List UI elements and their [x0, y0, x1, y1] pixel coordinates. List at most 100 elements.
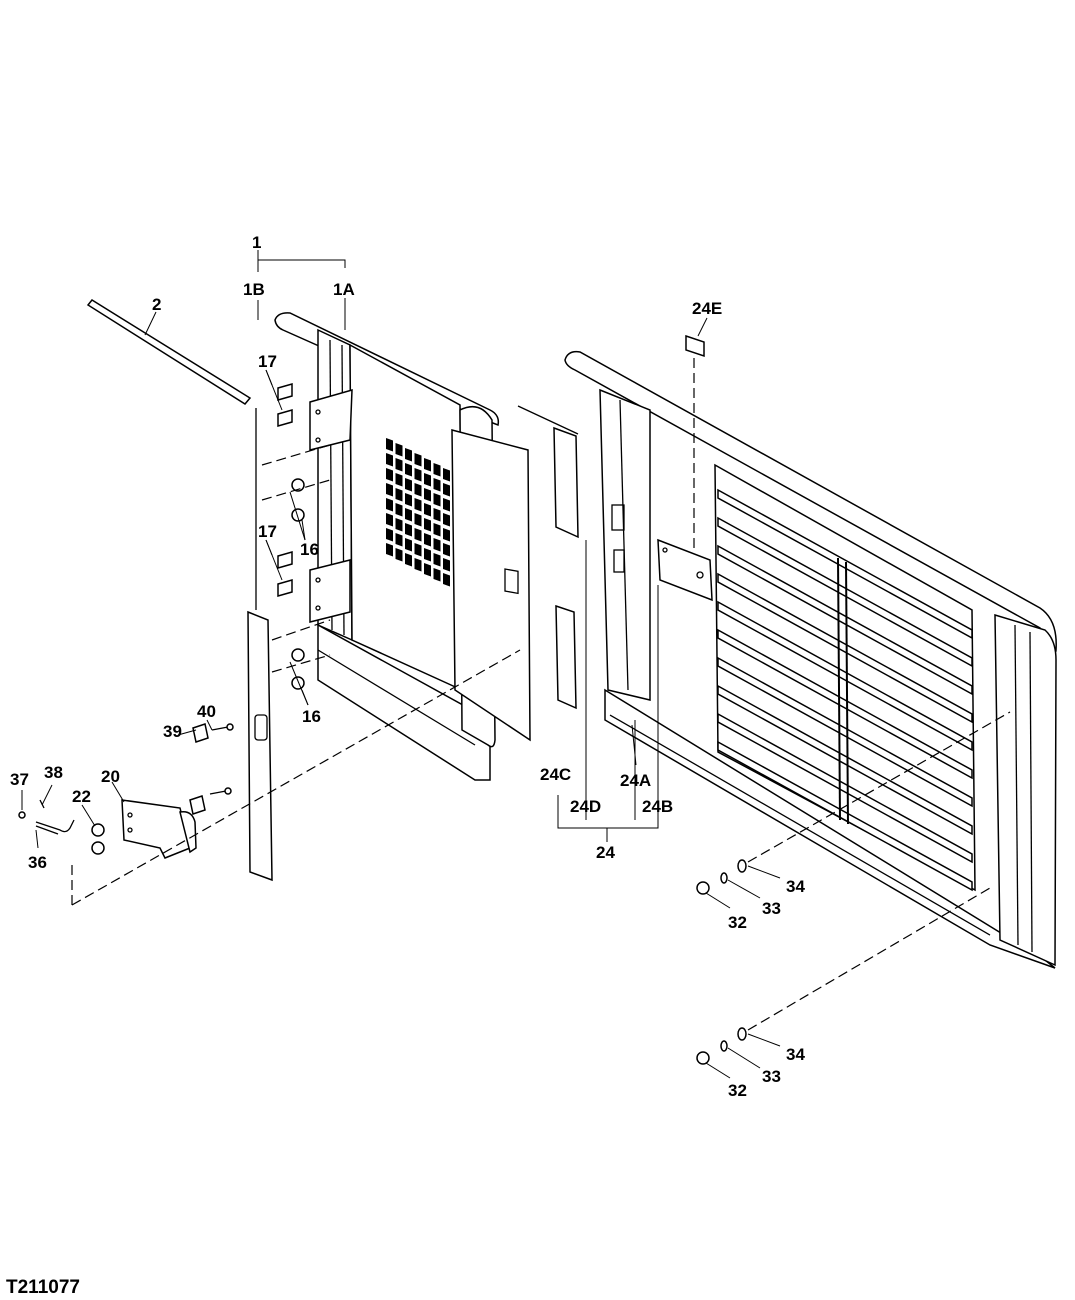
callout-24a: 24A [620, 771, 651, 790]
mesh-cell [414, 468, 422, 482]
mesh-cell [395, 458, 403, 472]
mesh-cell [386, 528, 393, 542]
callout-40: 40 [197, 702, 216, 721]
louvre-slat [717, 740, 973, 892]
mesh-cell [386, 543, 393, 557]
callout-16-upper: 16 [300, 540, 319, 559]
callout-39: 39 [163, 722, 182, 741]
hinge-plate-set-upper [277, 383, 293, 427]
mesh-cell [386, 468, 393, 482]
mesh-cell [414, 453, 422, 467]
mesh-cell [443, 528, 450, 542]
callout-32-upper: 32 [728, 913, 747, 932]
callout-34-upper: 34 [786, 877, 805, 896]
hardware-set-lower [696, 1027, 747, 1065]
mesh-cell [386, 498, 393, 512]
callout-33-lower: 33 [762, 1067, 781, 1086]
callout-33-upper: 33 [762, 899, 781, 918]
callout-24: 24 [596, 843, 615, 862]
mesh-cell [405, 478, 412, 492]
latch-bracket-20 [121, 799, 197, 859]
mesh-cell [414, 543, 422, 557]
louvre-slat [717, 544, 973, 696]
hardware-set-upper [696, 859, 747, 895]
callout-36: 36 [28, 853, 47, 872]
leader-lines [21, 250, 781, 1079]
callout-1b: 1B [243, 280, 265, 299]
callout-1a: 1A [333, 280, 355, 299]
callout-17-upper: 17 [258, 352, 277, 371]
louvre-slat [717, 600, 973, 752]
mesh-cell [395, 488, 403, 502]
mesh-cell [414, 528, 422, 542]
mesh-cell [414, 498, 422, 512]
mesh-cell [443, 543, 450, 557]
callout-38: 38 [44, 763, 63, 782]
callout-24c: 24C [540, 765, 571, 784]
bolts-16 [291, 478, 305, 690]
mesh-cell [443, 468, 450, 482]
mesh-cell [433, 538, 441, 552]
mesh-cell [433, 478, 441, 492]
mesh-cell [405, 493, 412, 507]
callout-20: 20 [101, 767, 120, 786]
mesh-cell [395, 533, 403, 547]
mesh-cell [443, 513, 450, 527]
mesh-cell [424, 488, 431, 502]
mesh-cell [395, 503, 403, 517]
mesh-cell [405, 553, 412, 567]
louvre-slat [717, 488, 973, 640]
mesh-cell [424, 518, 431, 532]
mesh-cell [424, 458, 431, 472]
figure-code: T211077 [6, 1277, 80, 1298]
mesh-cell [414, 483, 422, 497]
screws-40 [209, 723, 234, 795]
louvre-slat [717, 572, 973, 724]
mesh-cell [424, 533, 431, 547]
callout-16-lower: 16 [302, 707, 321, 726]
latch-rod-36 [18, 799, 75, 835]
mesh-cell [433, 553, 441, 567]
callout-32-lower: 32 [728, 1081, 747, 1100]
callout-2: 2 [152, 295, 161, 314]
mesh-cell [395, 473, 403, 487]
callout-24b: 24B [642, 797, 673, 816]
callout-24e: 24E [692, 299, 722, 318]
mesh-cell [405, 463, 412, 477]
mesh-cell [443, 558, 450, 572]
mesh-cell [433, 463, 441, 477]
mesh-cell [386, 483, 393, 497]
mesh-cell [443, 573, 450, 587]
insulation-pad-24c [553, 426, 579, 710]
mesh-cell [405, 448, 412, 462]
hinge-plate-set-lower [277, 551, 293, 597]
gasket-strip-1b [247, 408, 273, 882]
mesh-cell [433, 508, 441, 522]
callout-34-lower: 34 [786, 1045, 805, 1064]
mesh-cell [386, 453, 393, 467]
bolts-22 [91, 823, 105, 855]
mesh-cell [405, 508, 412, 522]
callout-1: 1 [252, 233, 261, 252]
mesh-cell [433, 523, 441, 537]
mesh-cell [443, 498, 450, 512]
louvre-slat [717, 628, 973, 780]
mesh-cell [414, 513, 422, 527]
louvre-slat [717, 516, 973, 668]
door-panel-1a [274, 312, 531, 781]
mesh-cell [424, 473, 431, 487]
callout-37: 37 [10, 770, 29, 789]
louvre-slat [717, 712, 973, 864]
mesh-cell [424, 503, 431, 517]
callout-24d: 24D [570, 797, 601, 816]
door-panel-24a [564, 350, 1057, 969]
seal-strip-2 [86, 299, 252, 405]
decal-24e [685, 334, 705, 358]
mesh-cell [405, 538, 412, 552]
mesh-cell [424, 563, 431, 577]
vent-mesh [386, 438, 450, 587]
mesh-cell [395, 518, 403, 532]
callout-22: 22 [72, 787, 91, 806]
rubber-stops-39 [189, 723, 209, 815]
